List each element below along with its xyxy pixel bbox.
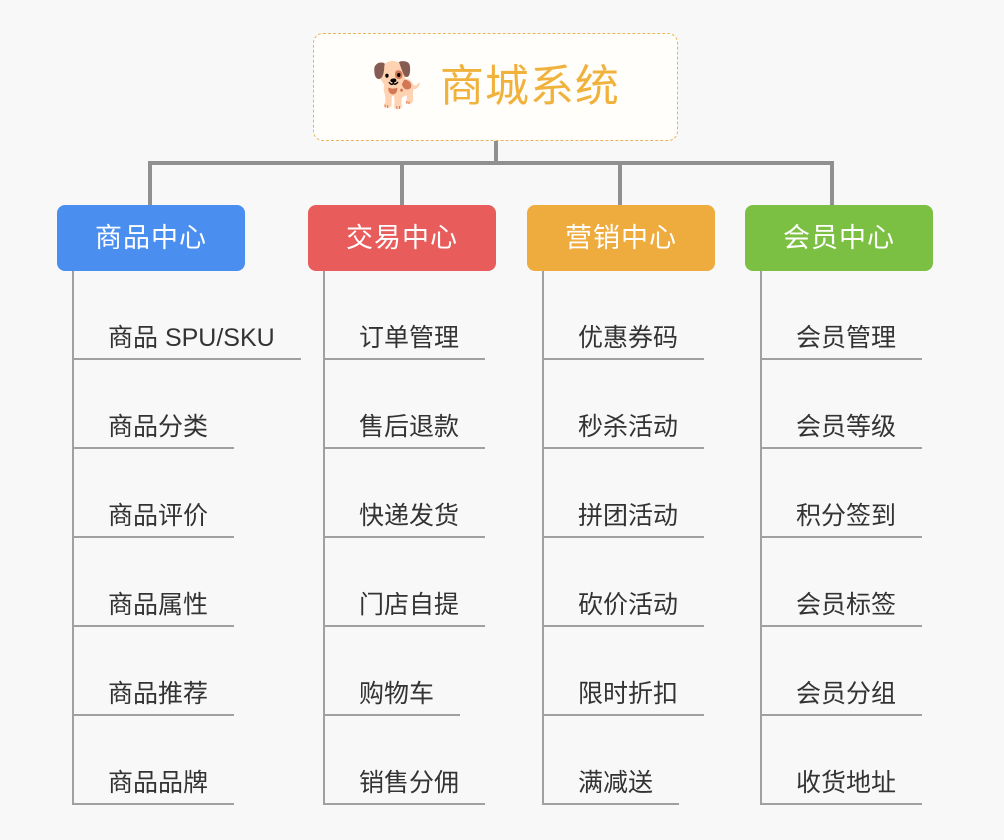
list-item[interactable]: 会员等级 — [762, 360, 1004, 449]
branch-column-product: 商品中心 商品 SPU/SKU 商品分类 商品评价 商品属性 商品推荐 商品品牌 — [57, 205, 357, 805]
list-item-label: 商品推荐 — [108, 679, 209, 708]
branch-column-marketing: 营销中心 优惠券码 秒杀活动 拼团活动 砍价活动 限时折扣 满减送 — [527, 205, 807, 805]
connector-drop-2 — [400, 161, 404, 207]
branch-header-label: 交易中心 — [346, 222, 458, 253]
root-node[interactable]: 🐕 商城系统 — [313, 33, 678, 141]
dog-face-icon: 🐕 — [371, 61, 426, 110]
list-item-label: 订单管理 — [359, 323, 460, 352]
branch-header-label: 营销中心 — [565, 222, 677, 253]
list-item-label: 拼团活动 — [578, 501, 679, 530]
list-item[interactable]: 售后退款 — [325, 360, 588, 449]
branch-children-marketing: 优惠券码 秒杀活动 拼团活动 砍价活动 限时折扣 满减送 — [542, 271, 807, 805]
branch-children-product: 商品 SPU/SKU 商品分类 商品评价 商品属性 商品推荐 商品品牌 — [72, 271, 357, 805]
connector-horizontal-bar — [148, 161, 834, 165]
list-item[interactable]: 积分签到 — [762, 449, 1004, 538]
list-item[interactable]: 砍价活动 — [544, 538, 807, 627]
list-item-label: 会员分组 — [796, 679, 897, 708]
list-item-label: 会员等级 — [796, 412, 897, 441]
list-item[interactable]: 满减送 — [544, 716, 807, 805]
list-item-label: 会员管理 — [796, 323, 897, 352]
list-item[interactable]: 会员管理 — [762, 271, 1004, 360]
list-item[interactable]: 商品 SPU/SKU — [74, 271, 357, 360]
list-item-label: 商品品牌 — [108, 768, 209, 797]
list-item[interactable]: 会员标签 — [762, 538, 1004, 627]
connector-drop-3 — [618, 161, 622, 207]
branch-header-member[interactable]: 会员中心 — [745, 205, 933, 271]
list-item-label: 收货地址 — [796, 768, 897, 797]
list-item-label: 会员标签 — [796, 590, 897, 619]
connector-drop-4 — [830, 161, 834, 207]
branch-children-member: 会员管理 会员等级 积分签到 会员标签 会员分组 收货地址 — [760, 271, 1004, 805]
list-item[interactable]: 会员分组 — [762, 627, 1004, 716]
branch-header-product[interactable]: 商品中心 — [57, 205, 245, 271]
list-item-label: 砍价活动 — [578, 590, 679, 619]
list-item-label: 商品属性 — [108, 590, 209, 619]
list-item-label: 商品 SPU/SKU — [108, 323, 275, 352]
root-node-label: 商城系统 — [439, 62, 620, 111]
list-item[interactable]: 限时折扣 — [544, 627, 807, 716]
list-item[interactable]: 商品推荐 — [74, 627, 357, 716]
branch-children-trade: 订单管理 售后退款 快递发货 门店自提 购物车 销售分佣 — [323, 271, 588, 805]
connector-root-stem — [494, 141, 498, 164]
list-item-label: 优惠券码 — [578, 323, 679, 352]
branch-header-label: 会员中心 — [783, 222, 895, 253]
connector-drop-1 — [148, 161, 152, 207]
list-item[interactable]: 拼团活动 — [544, 449, 807, 538]
list-item-label: 售后退款 — [359, 412, 460, 441]
list-item[interactable]: 快递发货 — [325, 449, 588, 538]
list-item[interactable]: 商品品牌 — [74, 716, 357, 805]
list-item-label: 商品评价 — [108, 501, 209, 530]
list-item-label: 销售分佣 — [359, 768, 460, 797]
list-item[interactable]: 商品评价 — [74, 449, 357, 538]
list-item-label: 秒杀活动 — [578, 412, 679, 441]
list-item[interactable]: 购物车 — [325, 627, 588, 716]
list-item[interactable]: 秒杀活动 — [544, 360, 807, 449]
branch-header-marketing[interactable]: 营销中心 — [527, 205, 715, 271]
list-item[interactable]: 优惠券码 — [544, 271, 807, 360]
list-item-label: 门店自提 — [359, 590, 460, 619]
list-item[interactable]: 门店自提 — [325, 538, 588, 627]
list-item-label: 积分签到 — [796, 501, 897, 530]
list-item-label: 商品分类 — [108, 412, 209, 441]
list-item-label: 购物车 — [359, 679, 435, 708]
branch-column-member: 会员中心 会员管理 会员等级 积分签到 会员标签 会员分组 收货地址 — [745, 205, 1004, 805]
list-item[interactable]: 收货地址 — [762, 716, 1004, 805]
list-item[interactable]: 销售分佣 — [325, 716, 588, 805]
branch-column-trade: 交易中心 订单管理 售后退款 快递发货 门店自提 购物车 销售分佣 — [308, 205, 588, 805]
list-item[interactable]: 商品分类 — [74, 360, 357, 449]
branch-header-trade[interactable]: 交易中心 — [308, 205, 496, 271]
list-item-label: 限时折扣 — [578, 679, 679, 708]
list-item[interactable]: 订单管理 — [325, 271, 588, 360]
branch-header-label: 商品中心 — [95, 222, 207, 253]
list-item-label: 快递发货 — [359, 501, 460, 530]
list-item[interactable]: 商品属性 — [74, 538, 357, 627]
list-item-label: 满减送 — [578, 768, 654, 797]
